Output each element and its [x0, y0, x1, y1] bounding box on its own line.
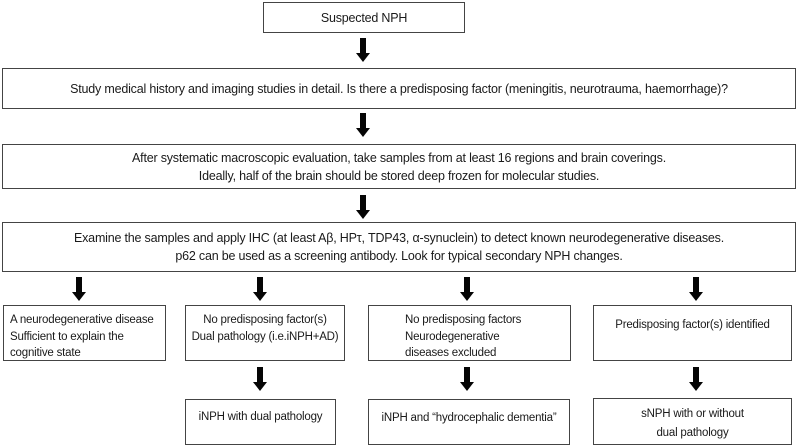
- node-ihc-line1: Examine the samples and apply IHC (at le…: [74, 231, 724, 245]
- node-medical-history: Study medical history and imaging studie…: [2, 68, 796, 109]
- node-ihc-examination: Examine the samples and apply IHC (at le…: [2, 222, 796, 272]
- node-neurodegenerative-line2: Sufficient to explain the: [10, 330, 124, 343]
- down-arrow-icon: [460, 367, 474, 391]
- node-suspected-nph: Suspected NPH: [263, 2, 465, 33]
- node-snph-line1: sNPH with or without: [641, 408, 744, 420]
- node-snph: sNPH with or without dual pathology: [593, 398, 792, 445]
- down-arrow-icon: [253, 277, 267, 301]
- node-suspected-nph-label: Suspected NPH: [320, 10, 408, 25]
- node-neurodegenerative-line1: A neurodegenerative disease: [10, 314, 154, 326]
- down-arrow-icon: [356, 113, 370, 137]
- node-no-predisposing-excluded: No predisposing factors Neurodegenerativ…: [368, 305, 571, 361]
- node-inph-dual-label: iNPH with dual pathology: [198, 411, 323, 423]
- node-no-predisposing-excluded-line1: No predisposing factors: [405, 314, 522, 326]
- node-inph-hydrocephalic-label: iNPH and “hydrocephalic dementia”: [381, 412, 557, 424]
- node-no-predisposing-excluded-line3: diseases excluded: [405, 347, 497, 359]
- node-medical-history-label: Study medical history and imaging studie…: [70, 81, 728, 96]
- node-no-predisposing-dual-pathology: No predisposing factor(s) Dual pathology…: [185, 305, 345, 361]
- node-inph-dual-pathology: iNPH with dual pathology: [185, 399, 336, 445]
- node-sampling: After systematic macroscopic evaluation,…: [2, 144, 796, 189]
- node-no-predisposing-dual-line2: Dual pathology (i.e.iNPH+AD): [191, 330, 339, 343]
- down-arrow-icon: [356, 195, 370, 219]
- node-neurodegenerative-line3: cognitive state: [10, 347, 81, 359]
- node-no-predisposing-dual-line1: No predisposing factor(s): [203, 314, 327, 326]
- down-arrow-icon: [72, 277, 86, 301]
- node-predisposing-identified: Predisposing factor(s) identified: [593, 305, 792, 361]
- node-snph-line2: dual pathology: [656, 427, 729, 439]
- node-inph-hydrocephalic-dementia: iNPH and “hydrocephalic dementia”: [368, 399, 570, 445]
- down-arrow-icon: [689, 277, 703, 301]
- node-no-predisposing-excluded-line2: Neurodegenerative: [405, 330, 500, 343]
- down-arrow-icon: [460, 277, 474, 301]
- node-predisposing-identified-label: Predisposing factor(s) identified: [615, 319, 770, 331]
- node-sampling-line2: Ideally, half of the brain should be sto…: [198, 168, 600, 183]
- node-ihc-line2: p62 can be used as a screening antibody.…: [175, 249, 623, 263]
- node-neurodegenerative-disease: A neurodegenerative disease Sufficient t…: [3, 305, 166, 361]
- down-arrow-icon: [253, 367, 267, 391]
- down-arrow-icon: [356, 38, 370, 62]
- node-sampling-line1: After systematic macroscopic evaluation,…: [132, 150, 666, 165]
- down-arrow-icon: [689, 367, 703, 391]
